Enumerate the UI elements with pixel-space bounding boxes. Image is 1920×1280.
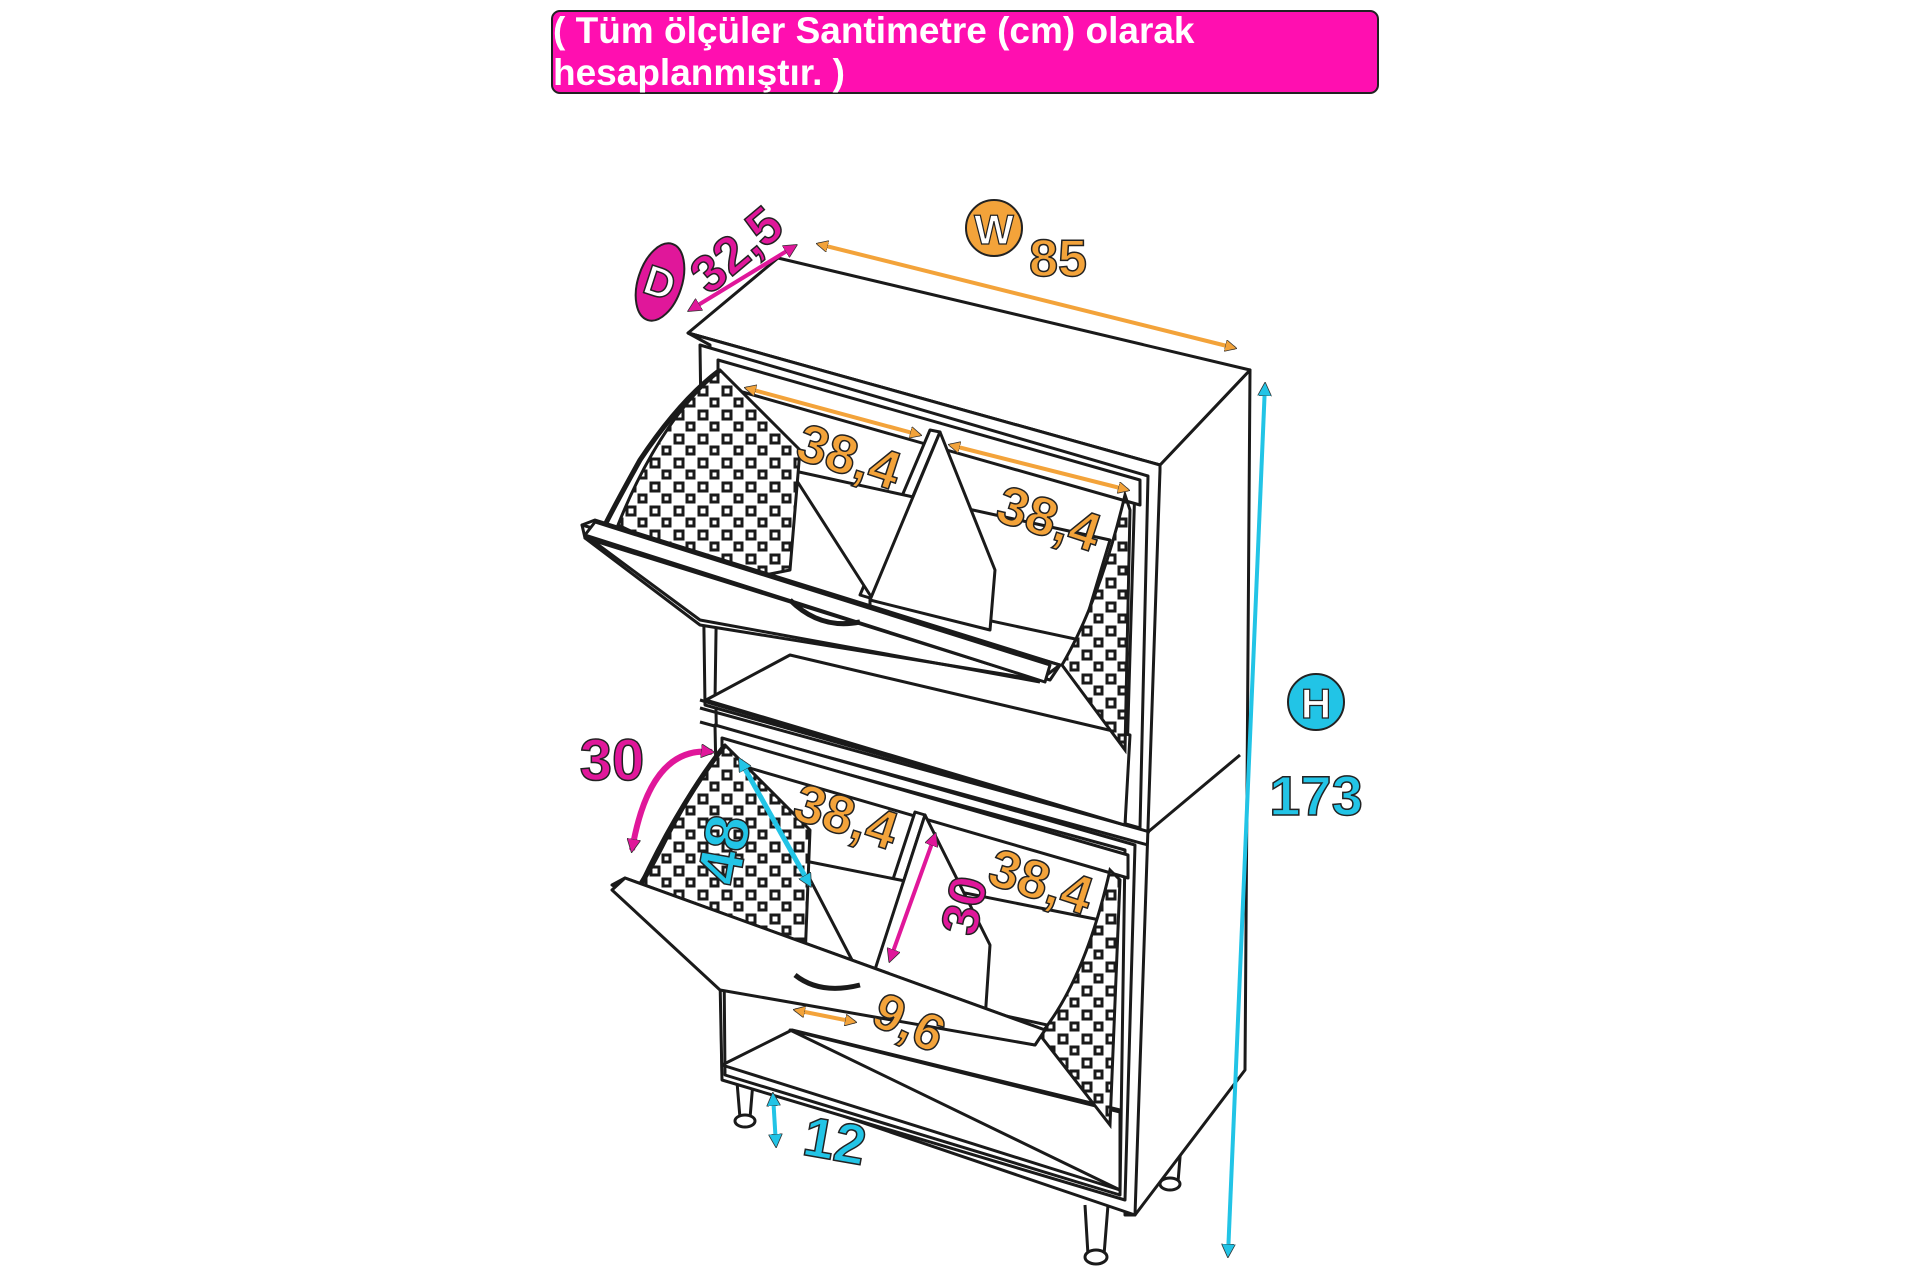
door-angle-dimension: 30 [579,727,712,850]
width-value: 85 [1029,230,1087,288]
compartment-height-value: 30 [931,871,1000,940]
width-dimension: W 85 [818,199,1235,348]
door-angle-value: 30 [580,728,645,793]
units-banner-text: ( Tüm ölçüler Santimetre (cm) olarak hes… [553,10,1195,93]
height-letter-badge [1287,673,1345,731]
compartment-top-left-dimension: 38,4 [746,388,920,503]
width-letter-badge [965,199,1023,257]
bottom-flap-door [610,743,1047,1047]
height-dimension: H 173 [1228,385,1363,1255]
width-letter: W [974,206,1014,253]
leg-height-dimension: 12 [773,1095,872,1178]
height-letter: H [1301,680,1331,727]
leg-height-value: 12 [799,1104,871,1177]
units-banner: ( Tüm ölçüler Santimetre (cm) olarak hes… [551,10,1379,94]
door-diagonal-value: 48 [685,810,765,890]
depth-letter-badge [634,242,686,322]
door-diagonal-dimension: 48 [684,760,813,891]
compartment-height-dimension: 30 [890,835,1000,960]
height-value: 173 [1269,764,1362,827]
